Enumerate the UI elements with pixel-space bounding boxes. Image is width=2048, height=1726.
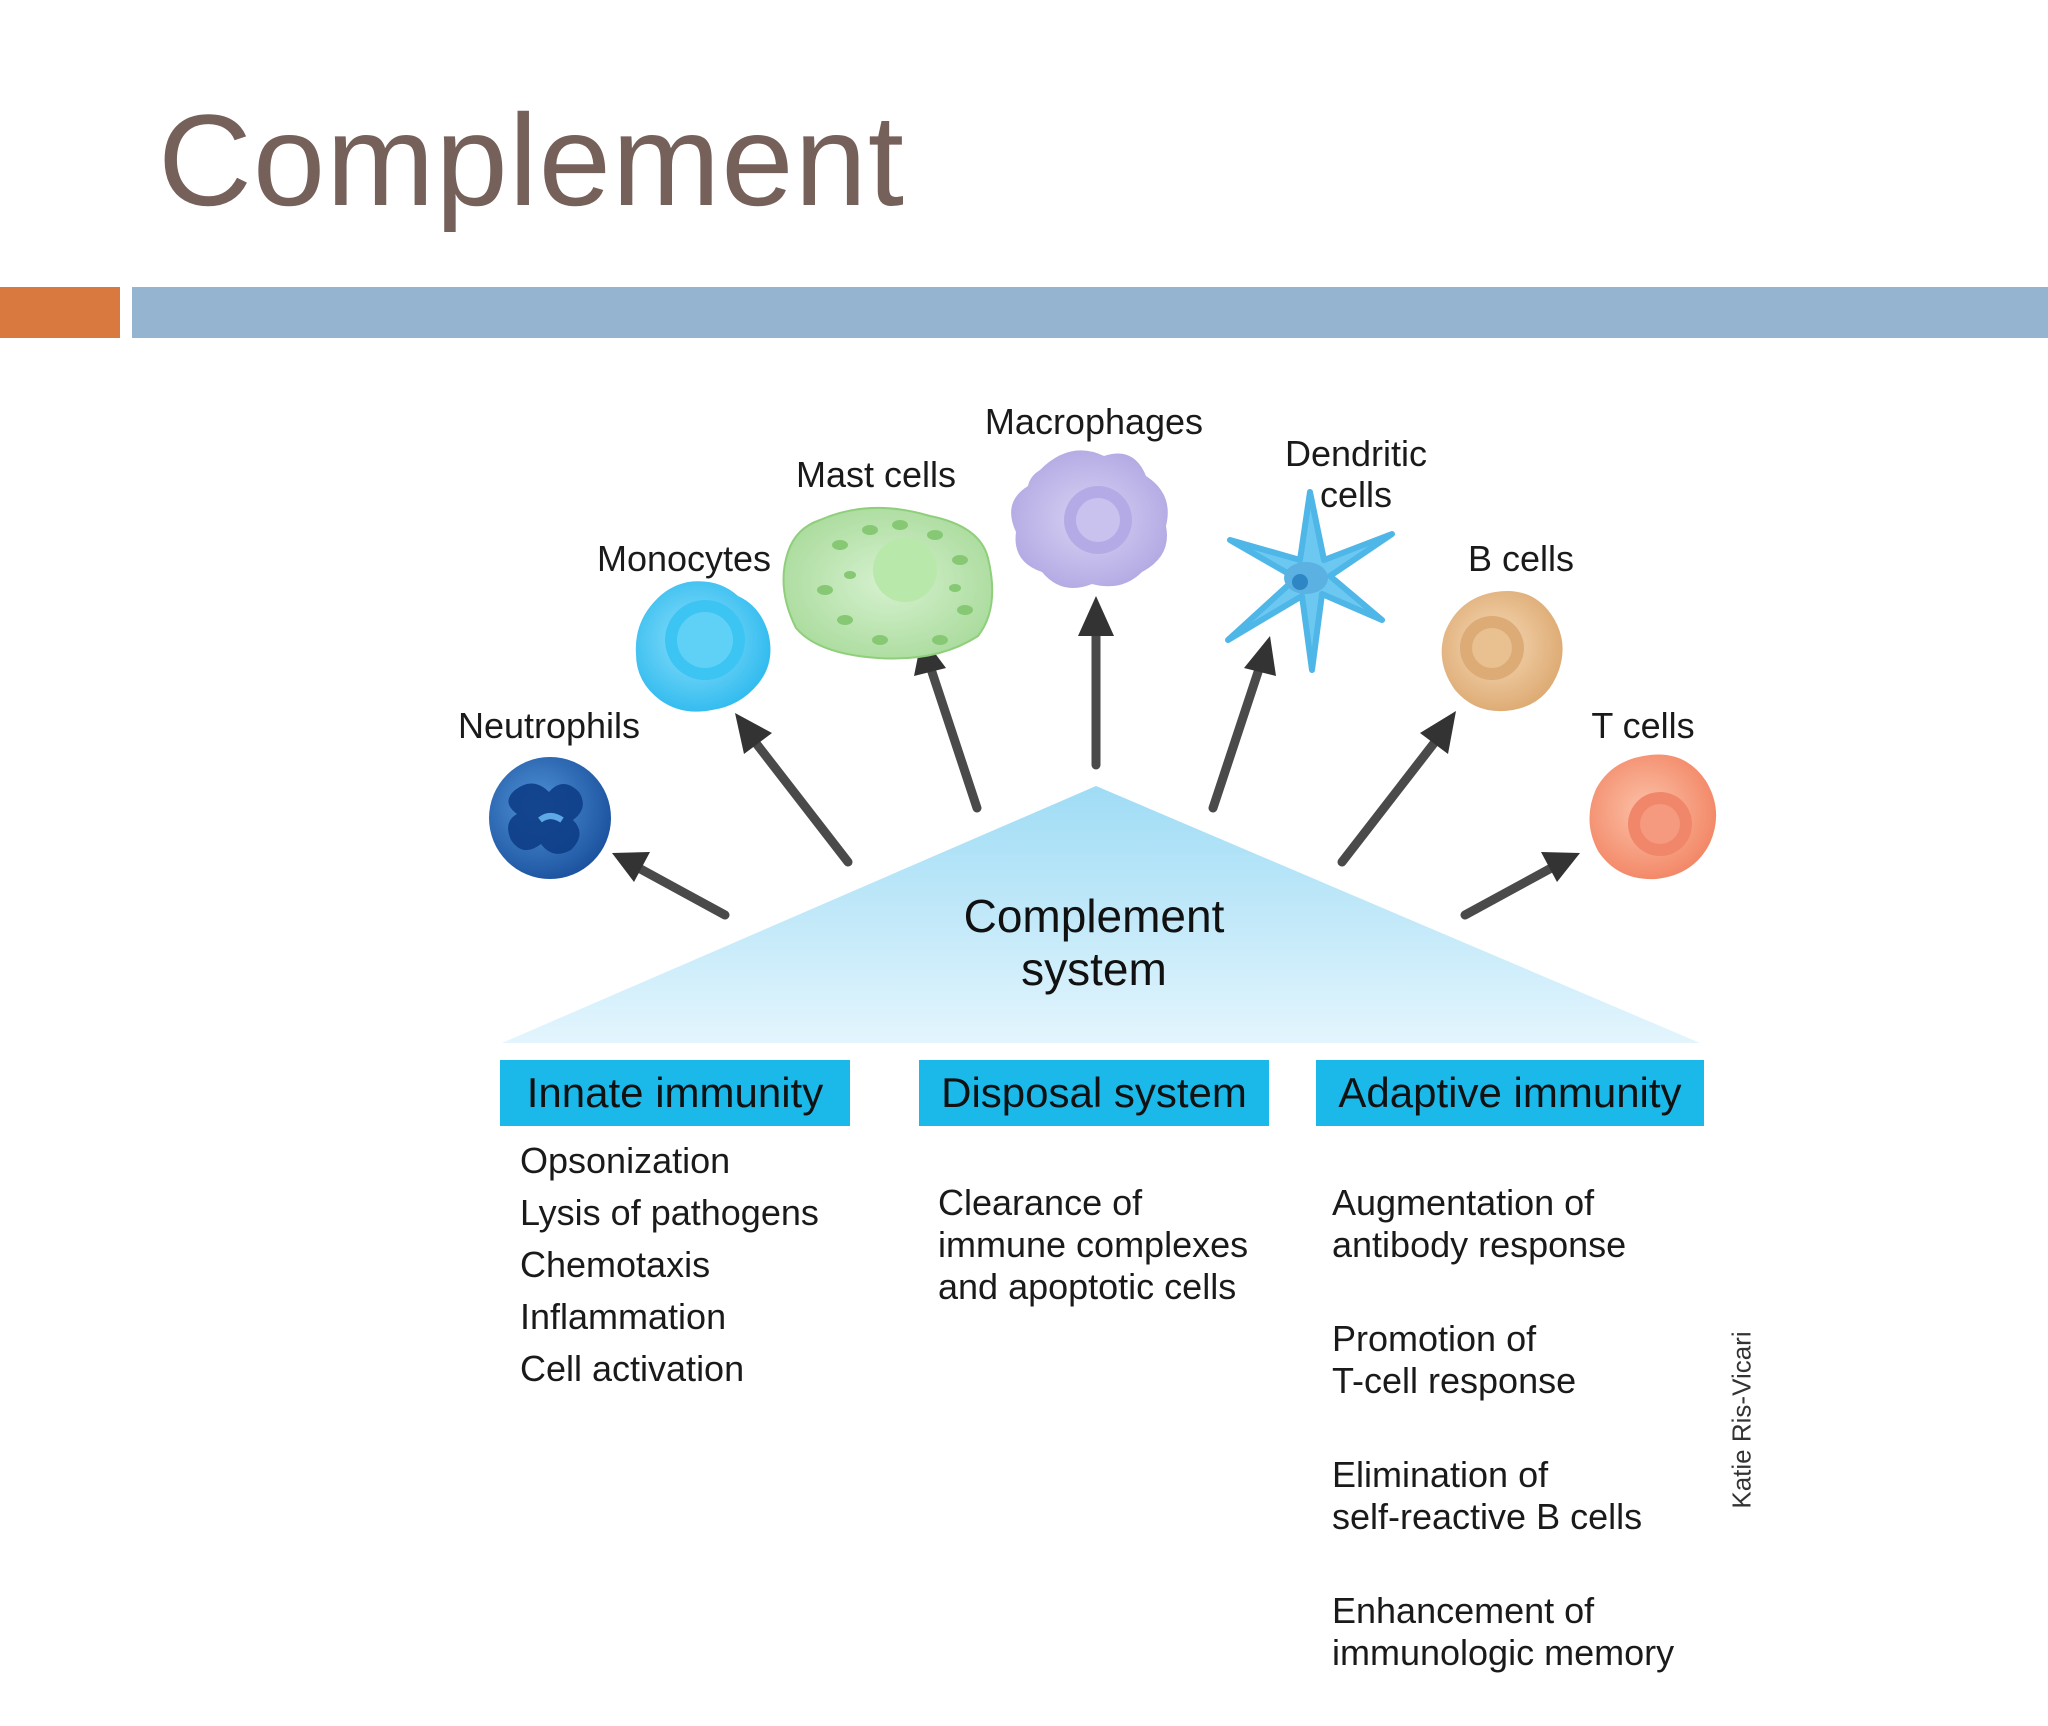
label-monocytes: Monocytes — [596, 538, 772, 579]
label-macrophages: Macrophages — [984, 401, 1204, 442]
arrow-to-monocytes — [735, 713, 853, 867]
label-neutrophils: Neutrophils — [457, 705, 641, 746]
list-item: Cell activation — [520, 1348, 745, 1389]
list-item: Opsonization — [520, 1140, 731, 1181]
illustrator-credit: Katie Ris-Vicari — [1726, 1331, 1757, 1509]
list-item: Enhancement of immunologic memory — [1332, 1590, 1675, 1673]
accent-bar-orange — [0, 287, 120, 338]
complement-system-line2: system — [1021, 942, 1167, 995]
innate-immunity-list: Opsonization Lysis of pathogens Chemotax… — [520, 1140, 819, 1400]
adaptive-immunity-list: Augmentation of antibody response Promot… — [1332, 1140, 1674, 1726]
list-item: Lysis of pathogens — [520, 1192, 819, 1233]
list-item: Chemotaxis — [520, 1244, 711, 1285]
list-item: Inflammation — [520, 1296, 727, 1337]
complement-diagram — [489, 450, 1717, 1043]
category-innate-immunity: Innate immunity — [500, 1060, 850, 1126]
mast-cell — [782, 506, 994, 660]
arrow-to-neutrophils — [612, 852, 730, 920]
category-adaptive-immunity: Adaptive immunity — [1316, 1060, 1704, 1126]
arrow-to-dendritic-cells — [1208, 636, 1276, 813]
label-b-cells: B cells — [1467, 538, 1575, 579]
accent-bar-blue — [132, 287, 2048, 338]
list-item: Elimination of self-reactive B cells — [1332, 1454, 1643, 1537]
slide-title: Complement — [158, 87, 905, 233]
monocyte-cell — [635, 581, 771, 712]
neutrophil-cell — [489, 757, 611, 879]
list-item: Clearance of immune complexes and apopto… — [938, 1182, 1249, 1307]
arrow-to-macrophages — [1078, 596, 1114, 770]
arrow-to-b-cells — [1337, 711, 1456, 867]
disposal-system-list: Clearance of immune complexes and apopto… — [938, 1140, 1248, 1360]
complement-system-label: Complement system — [964, 890, 1225, 996]
label-dendritic-line2: cells — [1319, 474, 1393, 516]
t-cell — [1589, 754, 1717, 880]
label-dendritic-cells: Dendritic cells — [1285, 433, 1427, 516]
complement-system-line1: Complement — [963, 890, 1225, 942]
macrophage-cell — [1011, 450, 1168, 588]
complement-system-triangle — [502, 786, 1700, 1043]
arrow-to-mast-cells — [914, 636, 982, 813]
b-cell — [1441, 590, 1563, 712]
list-item: Augmentation of antibody response — [1332, 1182, 1627, 1265]
label-t-cells: T cells — [1591, 705, 1695, 746]
dendritic-cell — [1225, 489, 1395, 673]
arrows — [612, 596, 1580, 920]
list-item: Promotion of T-cell response — [1332, 1318, 1577, 1401]
label-mast-cells: Mast cells — [795, 454, 957, 495]
category-disposal-system: Disposal system — [919, 1060, 1269, 1126]
label-dendritic-line1: Dendritic — [1284, 433, 1428, 474]
arrow-to-t-cells — [1460, 852, 1580, 920]
